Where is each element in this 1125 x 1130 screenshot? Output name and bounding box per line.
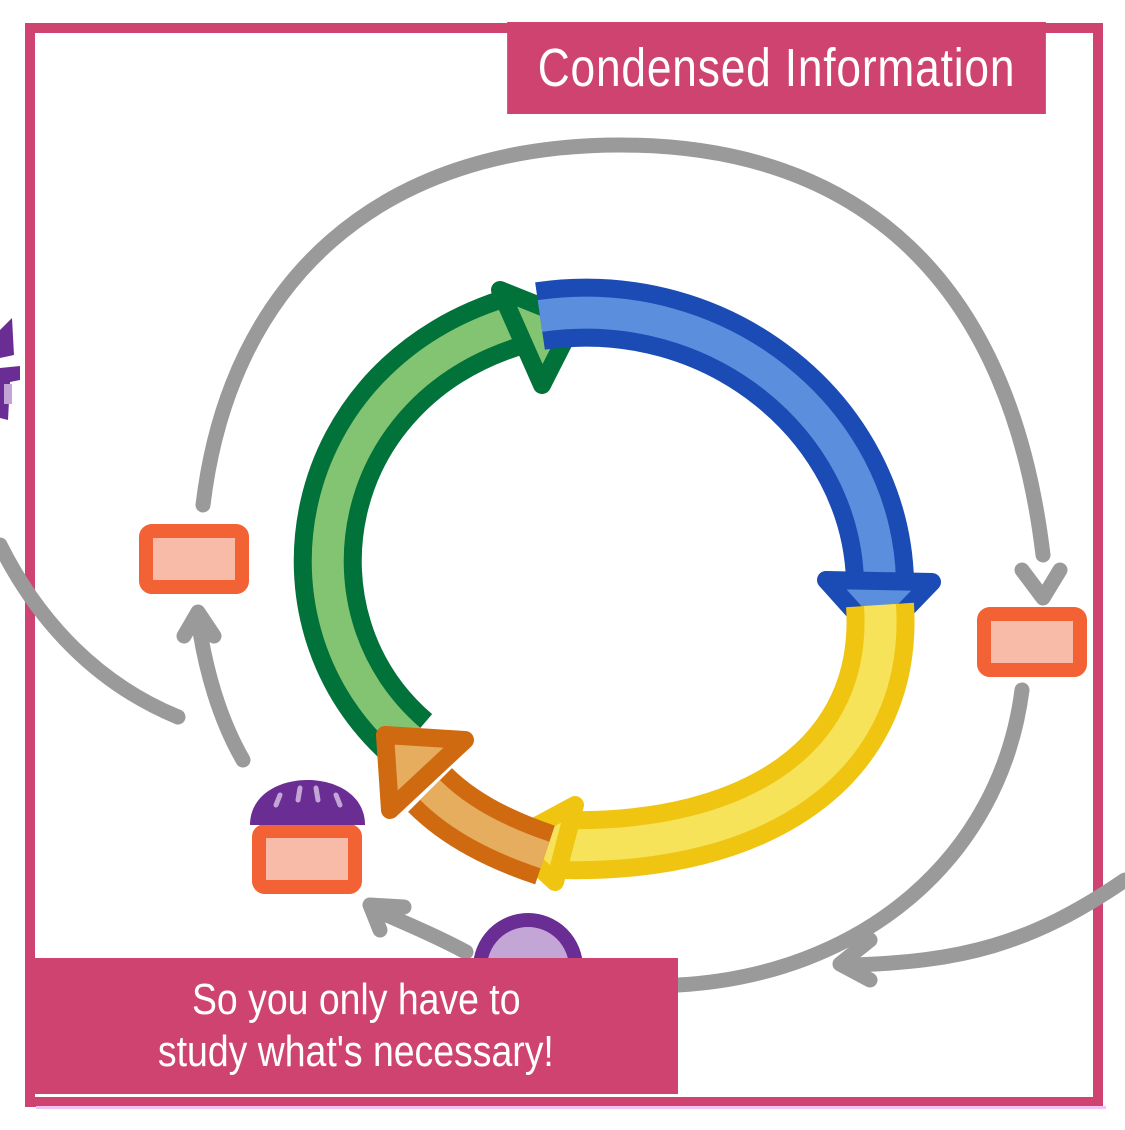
grey-arrowhead-bottom-left [362, 897, 412, 938]
bottom-divider [36, 1106, 1106, 1109]
grey-arc-top [195, 137, 1051, 563]
footer-line-2: study what's necessary! [158, 1027, 554, 1076]
grey-arc-left-edge [0, 537, 186, 725]
purple-fragment-light [4, 384, 12, 404]
grey-arrowhead-left-up [176, 604, 222, 644]
box-bottom-left [252, 824, 362, 894]
grey-arc-bottom-left [372, 904, 474, 960]
yellow-arrow-fill [559, 603, 897, 862]
box-left [139, 524, 249, 594]
purple-dome [250, 780, 365, 825]
grey-arrowhead-top-right [1014, 562, 1068, 606]
grey-arc-far-right [842, 872, 1125, 973]
footer-line-1: So you only have to [191, 975, 521, 1024]
orange-arrowhead [376, 726, 474, 819]
purple-fragment-left [0, 318, 20, 420]
grey-arc-right-lower [670, 682, 1030, 993]
footer-caption-box: So you only have to study what's necessa… [34, 958, 678, 1094]
box-right [977, 607, 1087, 677]
blue-arrow-fill [537, 296, 896, 581]
header-title-box: Condensed Information [507, 22, 1046, 114]
orange-arrow-fill [420, 779, 550, 869]
green-arrow-fill [311, 304, 525, 753]
header-title: Condensed Information [537, 38, 1016, 98]
grey-arrowhead-right-bottom [832, 932, 878, 988]
purple-dome-marks [273, 785, 343, 808]
grey-arc-left-up [190, 610, 251, 768]
